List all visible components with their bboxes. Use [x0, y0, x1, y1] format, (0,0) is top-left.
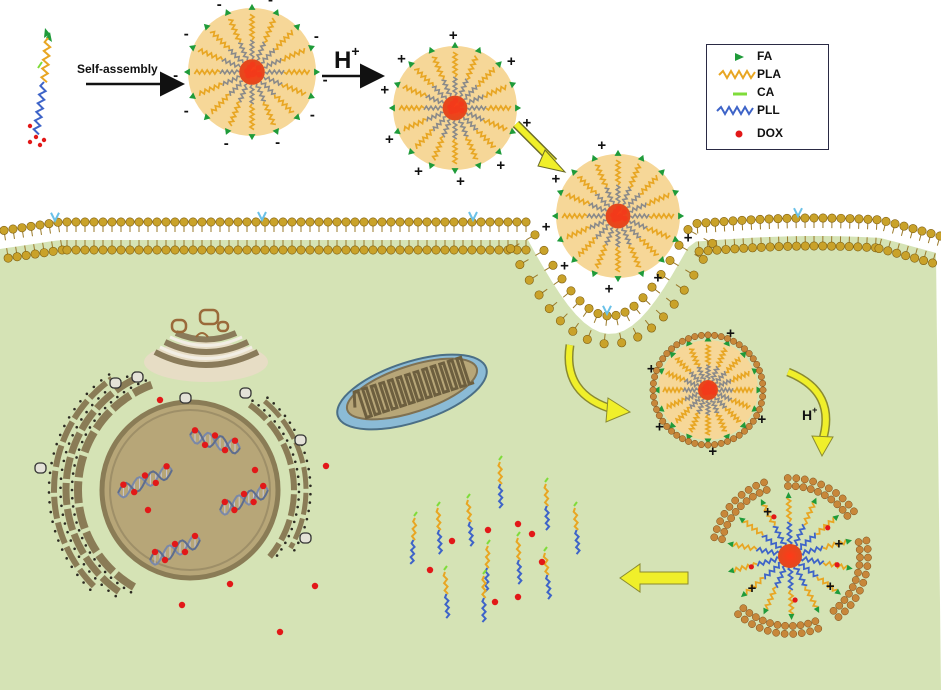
svg-text:+: + — [414, 163, 423, 180]
micelle-neutral: - - - - - - - - - - — [173, 0, 328, 152]
svg-text:+: + — [597, 137, 606, 154]
svg-text:+: + — [826, 578, 835, 595]
dna-strands — [117, 427, 269, 566]
svg-text:+: + — [684, 230, 693, 247]
micelle-protonated: + + + + + + + + + — [380, 27, 531, 190]
green-triangle-icon — [735, 53, 744, 61]
yellow-arrow-endocytosis — [564, 344, 632, 423]
svg-text:+: + — [653, 269, 662, 286]
legend-row-pla: PLA — [707, 66, 830, 84]
legend-label: DOX — [757, 126, 784, 140]
legend: FA PLA CA PLL DOX — [706, 44, 829, 150]
svg-text:+: + — [708, 443, 717, 460]
yellow-arrow-release — [619, 563, 689, 593]
svg-text:+: + — [397, 51, 406, 68]
mitochondrion — [336, 353, 488, 431]
svg-text:-: - — [323, 71, 328, 88]
svg-text:+: + — [496, 157, 505, 174]
svg-text:+: + — [523, 115, 532, 132]
svg-text:+: + — [655, 419, 664, 436]
svg-text:+: + — [758, 411, 767, 428]
proton-label-small: H+ — [802, 405, 817, 423]
svg-text:+: + — [385, 131, 394, 148]
legend-row-fa: FA — [707, 48, 830, 66]
svg-text:+: + — [560, 257, 569, 274]
legend-label: FA — [757, 49, 773, 63]
svg-text:+: + — [605, 280, 614, 297]
micelle-endocytosis: + + + + + + + — [542, 137, 693, 297]
legend-label: CA — [757, 85, 775, 99]
svg-text:-: - — [173, 67, 178, 84]
yellow-arrow-acid — [786, 367, 834, 458]
svg-text:-: - — [217, 0, 222, 13]
legend-label: PLA — [757, 67, 781, 81]
nucleus — [99, 399, 281, 581]
svg-text:-: - — [184, 103, 189, 120]
cell-membrane — [0, 207, 941, 349]
released-polymer-fragments — [409, 455, 581, 623]
self-assembly-label: Self-assembly — [77, 62, 158, 76]
legend-label: PLL — [757, 103, 780, 117]
polymer-chain — [27, 28, 52, 148]
svg-text:-: - — [310, 106, 315, 123]
green-dash-icon — [733, 92, 747, 96]
svg-text:+: + — [542, 218, 551, 235]
svg-text:-: - — [275, 134, 280, 151]
svg-text:+: + — [380, 81, 389, 98]
svg-text:+: + — [456, 173, 465, 190]
svg-text:+: + — [726, 325, 735, 342]
svg-text:+: + — [551, 170, 560, 187]
svg-text:+: + — [449, 27, 458, 44]
svg-text:+: + — [647, 361, 656, 378]
svg-text:-: - — [268, 0, 273, 9]
proton-label: H+ — [334, 43, 360, 74]
micelle-endosome: + + + + + — [647, 325, 767, 460]
legend-row-ca: CA — [707, 84, 830, 102]
legend-row-dox: DOX — [707, 125, 830, 143]
golgi-apparatus — [144, 308, 268, 382]
svg-text:-: - — [184, 25, 189, 42]
released-dox-dots — [144, 396, 546, 636]
blue-zigzag-icon — [716, 104, 754, 117]
svg-text:+: + — [507, 53, 516, 70]
red-dot-icon — [735, 130, 743, 138]
svg-text:+: + — [834, 536, 843, 553]
svg-text:-: - — [224, 135, 229, 152]
yellow-arrow-approach — [512, 120, 567, 173]
small-vesicles — [34, 371, 312, 544]
endoplasmic-reticulum — [47, 371, 312, 598]
svg-text:-: - — [314, 28, 319, 45]
svg-text:+: + — [748, 580, 757, 597]
orange-zigzag-icon — [718, 68, 756, 81]
legend-row-pll: PLL — [707, 102, 830, 120]
svg-text:+: + — [763, 503, 772, 520]
micelle-disassembled: + + + + — [710, 474, 872, 638]
